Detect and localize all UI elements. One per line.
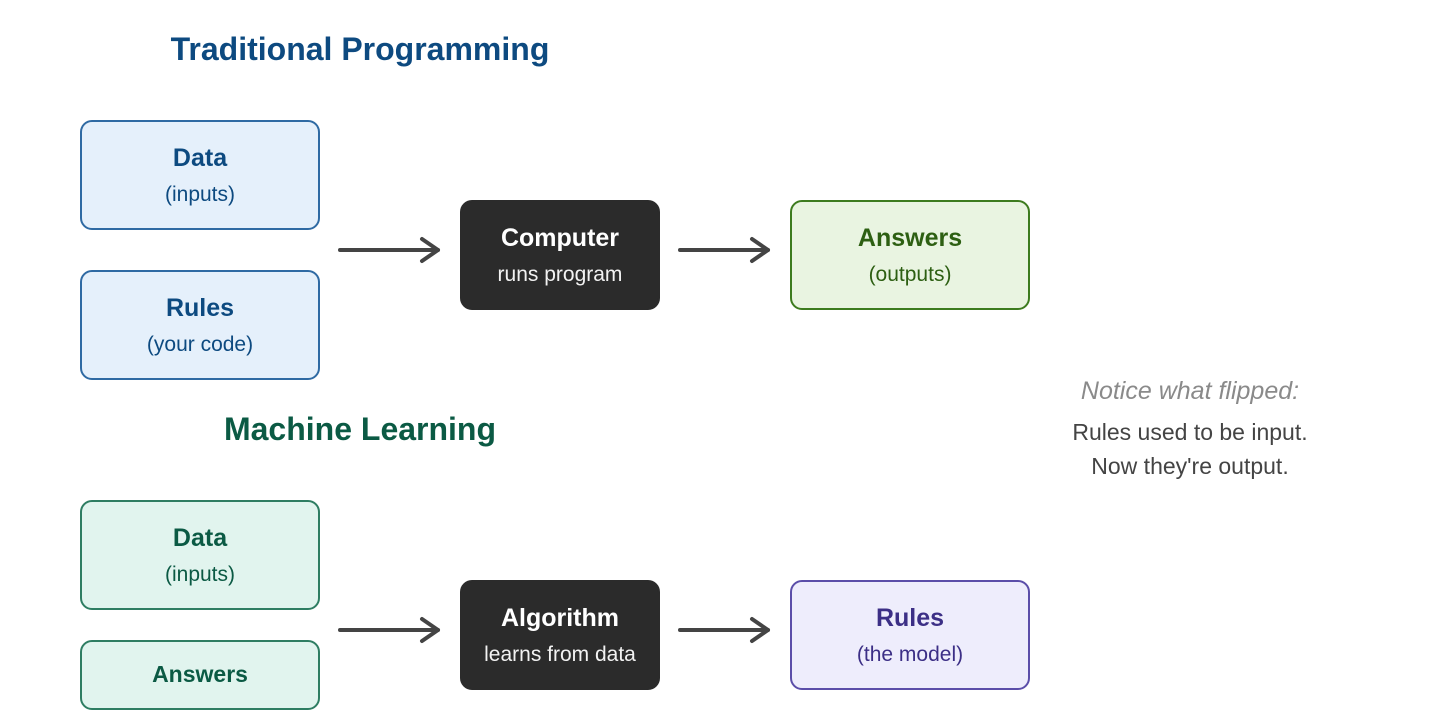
ml-data-label: Data [172, 523, 228, 552]
machine-learning-title: Machine Learning [223, 411, 497, 447]
traditional-data-label: Data [172, 143, 228, 172]
note-line-2: Now they're output. [1091, 453, 1289, 479]
traditional-data-sub: (inputs) [164, 182, 236, 206]
arrow-right-icon [678, 617, 770, 643]
algorithm-box: Algorithm learns from data [460, 580, 660, 690]
traditional-output-arrow [678, 235, 782, 265]
ml-data-box: Data (inputs) [80, 500, 320, 610]
note-line-1: Rules used to be input. [1072, 419, 1308, 445]
rules-model-sub: (the model) [856, 642, 964, 666]
arrow-right-icon [338, 617, 440, 643]
computer-label: Computer [500, 223, 620, 252]
ml-input-arrow [338, 615, 442, 645]
answers-output-sub: (outputs) [868, 262, 952, 286]
computer-sub: runs program [497, 262, 623, 286]
answers-output-label: Answers [857, 223, 963, 252]
note-title: Notice what flipped: [1080, 377, 1300, 405]
computer-box: Computer runs program [460, 200, 660, 310]
arrow-right-icon [338, 237, 440, 263]
algorithm-label: Algorithm [500, 603, 620, 632]
rules-model-box: Rules (the model) [790, 580, 1030, 690]
ml-output-arrow [678, 615, 782, 645]
answers-output-box: Answers (outputs) [790, 200, 1030, 310]
traditional-input-arrow [338, 235, 442, 265]
traditional-rules-box: Rules (your code) [80, 270, 320, 380]
traditional-rules-label: Rules [165, 293, 235, 322]
algorithm-sub: learns from data [484, 642, 636, 666]
traditional-rules-sub: (your code) [146, 332, 254, 356]
arrow-right-icon [678, 237, 770, 263]
rules-model-label: Rules [875, 603, 945, 632]
traditional-programming-title: Traditional Programming [170, 31, 550, 67]
ml-answers-label: Answers [152, 661, 248, 688]
ml-data-sub: (inputs) [164, 562, 236, 586]
traditional-data-box: Data (inputs) [80, 120, 320, 230]
ml-answers-box: Answers [80, 640, 320, 710]
